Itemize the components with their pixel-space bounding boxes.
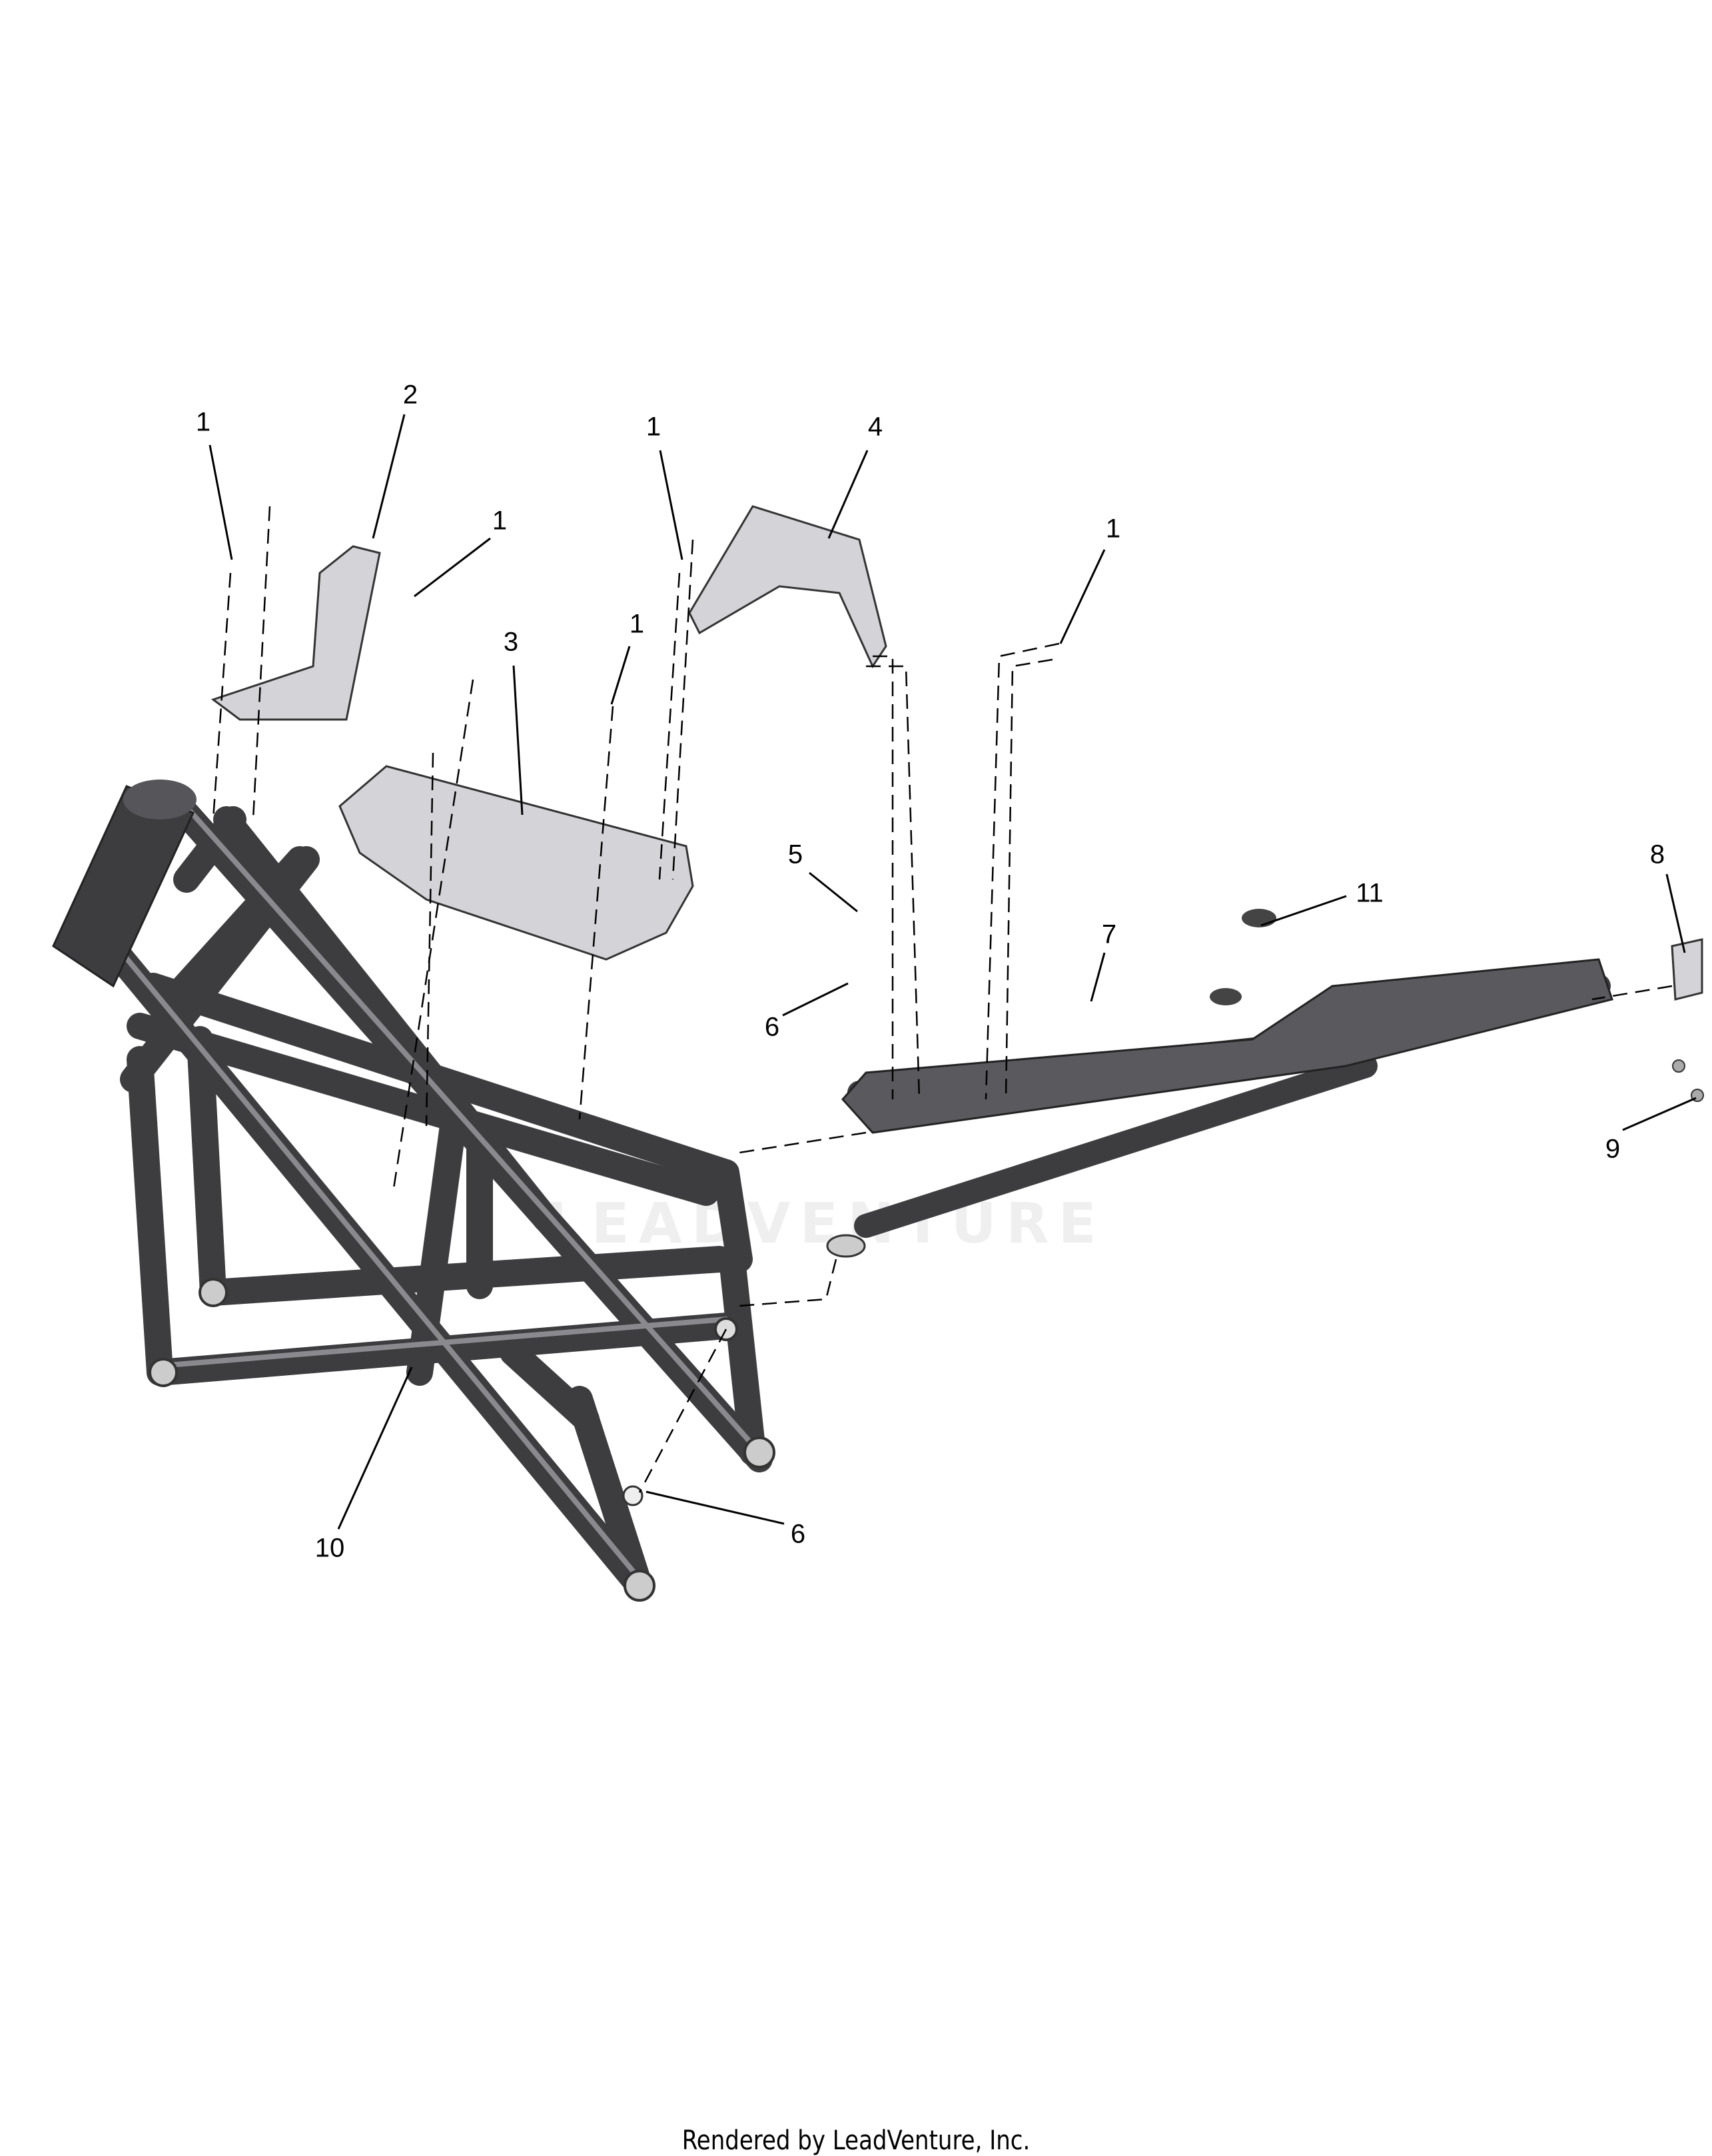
callout-8[interactable]: 8 — [1650, 840, 1665, 869]
callout-3[interactable]: 3 — [504, 628, 518, 657]
callout-6[interactable]: 6 — [765, 1013, 779, 1042]
footer-credit: Rendered by LeadVenture, Inc. — [681, 2125, 1031, 2156]
head-tube — [52, 785, 195, 988]
bracket-8 — [1671, 938, 1703, 1001]
nut-6 — [622, 1485, 643, 1506]
callout-9[interactable]: 9 — [1605, 1135, 1620, 1164]
callout-1[interactable]: 1 — [196, 408, 211, 437]
grommet-11b — [1210, 988, 1242, 1005]
watermark: LEADVENTURE — [546, 1191, 1106, 1256]
assembly-lines — [212, 506, 1673, 1493]
bracket-2 — [211, 545, 381, 721]
callout-7[interactable]: 7 — [1102, 920, 1116, 949]
callout-1[interactable]: 1 — [646, 412, 661, 442]
callout-1[interactable]: 1 — [492, 506, 507, 536]
tray-3 — [338, 765, 694, 961]
callout-2[interactable]: 2 — [403, 380, 418, 410]
callout-1[interactable]: 1 — [1106, 514, 1120, 544]
leader-lines — [209, 414, 1697, 1530]
callout-1[interactable]: 1 — [630, 610, 644, 639]
callout-10[interactable]: 10 — [315, 1534, 345, 1563]
callout-5[interactable]: 5 — [788, 840, 803, 869]
rear-subframe — [826, 909, 1704, 1258]
bracket-4 — [688, 505, 887, 669]
callout-4[interactable]: 4 — [868, 412, 883, 442]
grommet-11 — [1242, 909, 1276, 927]
callout-6[interactable]: 6 — [791, 1520, 805, 1549]
main-frame — [52, 780, 775, 1602]
callout-11[interactable]: 11 — [1356, 879, 1384, 908]
